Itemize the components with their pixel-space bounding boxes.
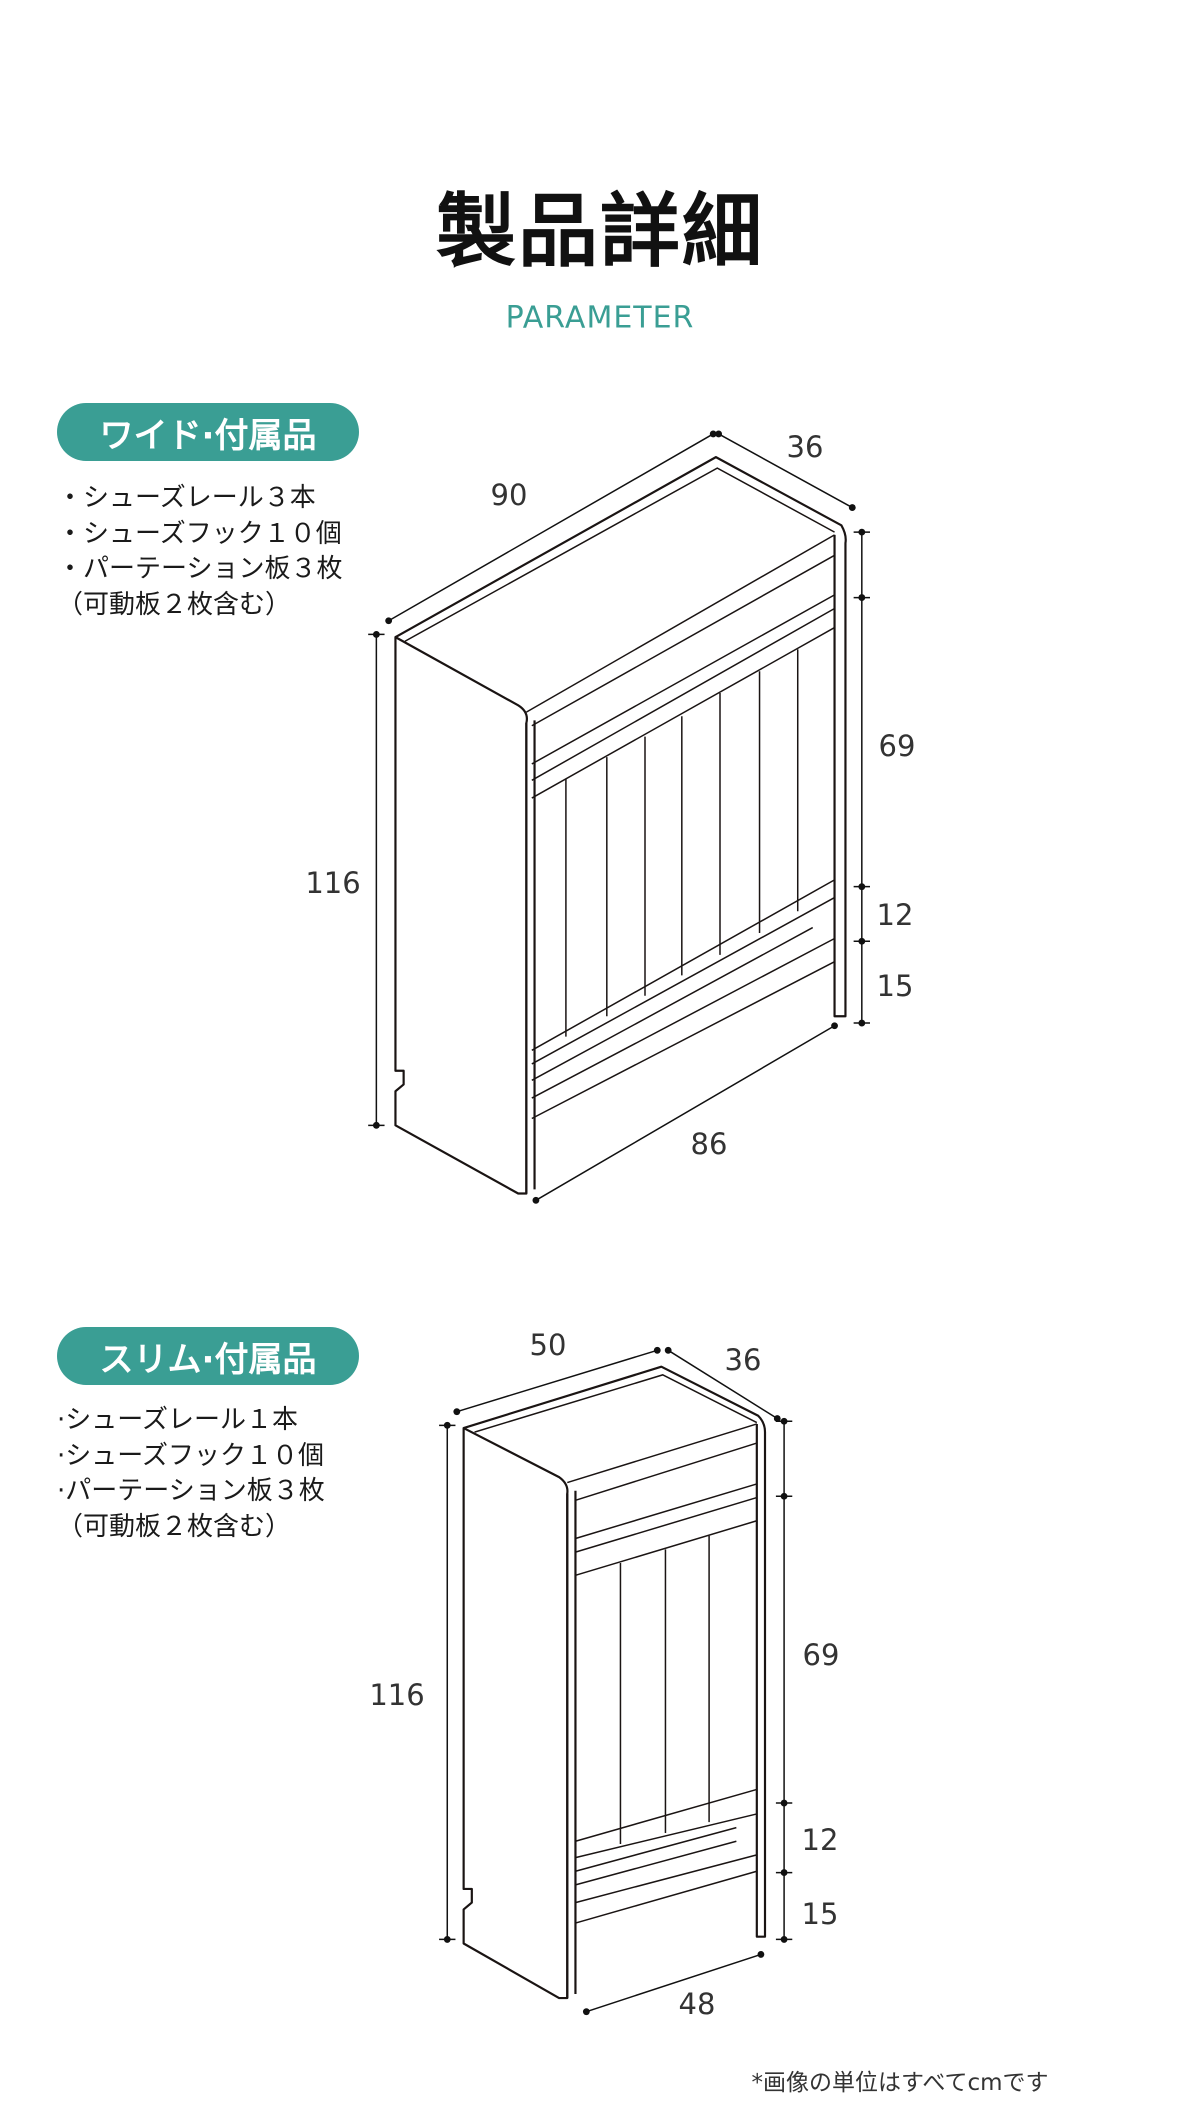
wide-middle-label: 12: [876, 898, 914, 932]
list-item: ・パーテーション板３枚: [57, 554, 343, 584]
wide-accessories-badge: ワイド·付属品: [57, 403, 359, 461]
slim-width-label: 50: [529, 1328, 567, 1362]
slim-bottom-width-label: 48: [678, 1987, 716, 2021]
slim-height-label: 116: [369, 1678, 425, 1712]
slim-upper-label: 69: [802, 1638, 840, 1672]
wide-accessories-list: ・シューズレール３本・シューズフック１０個・パーテーション板３枚 （可動板２枚含む…: [57, 481, 342, 623]
list-item: ・シューズレール３本: [57, 483, 316, 513]
wide-upper-label: 69: [878, 729, 916, 763]
list-item: ·シューズレール１本: [57, 1405, 298, 1435]
wide-depth-label: 36: [786, 430, 824, 464]
slim-depth-label: 36: [724, 1343, 762, 1377]
wide-bottom-width-label: 86: [690, 1127, 728, 1161]
wide-lower-label: 15: [876, 969, 914, 1003]
page-subtitle: PARAMETER: [505, 300, 695, 336]
wide-cabinet-drawing: [368, 430, 870, 1204]
page-title: 製品詳細: [436, 185, 764, 278]
slim-accessories-list: ·シューズレール１本 ·シューズフック１０個 ·パーテーション板３枚 （可動板２枚含む…: [57, 1403, 325, 1545]
slim-middle-label: 12: [801, 1823, 839, 1857]
list-item: （可動板２枚含む）: [57, 589, 292, 620]
slim-accessories-badge: スリム·付属品: [57, 1327, 359, 1385]
wide-width-label: 90: [490, 478, 528, 512]
list-item: ·パーテーション板３枚: [57, 1476, 325, 1506]
wide-height-label: 116: [305, 866, 361, 900]
list-item: （可動板２枚含む）: [57, 1511, 292, 1542]
slim-cabinet-drawing: [439, 1346, 793, 2016]
unit-note: *画像の単位はすべてcmです: [751, 2070, 1049, 2096]
list-item: ・シューズフック１０個: [57, 518, 342, 549]
list-item: ·シューズフック１０個: [57, 1440, 324, 1471]
slim-lower-label: 15: [801, 1897, 839, 1931]
